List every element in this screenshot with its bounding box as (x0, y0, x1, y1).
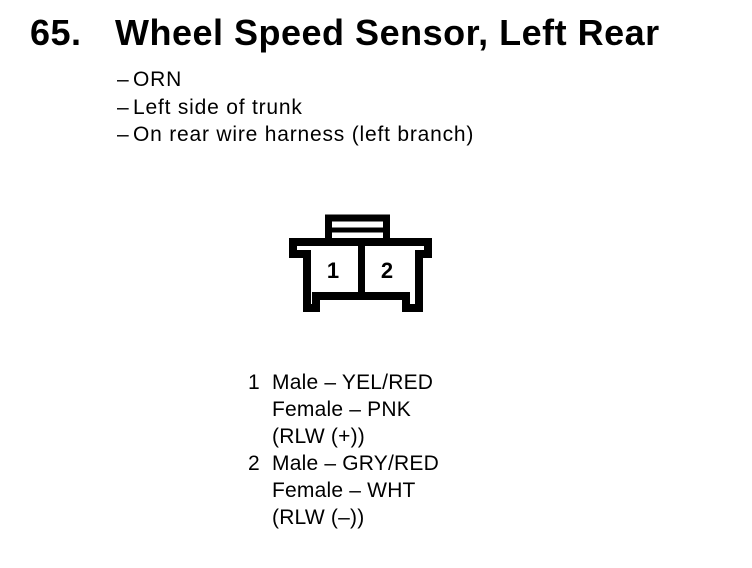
note-item: –On rear wire harness (left branch) (117, 121, 474, 149)
pin-lines: Male – GRY/RED Female – WHT (RLW (–)) (272, 450, 439, 531)
pin-number: 2 (248, 452, 260, 475)
cavity-1-label: 1 (327, 258, 339, 283)
pin-lines: Male – YEL/RED Female – PNK (RLW (+)) (272, 369, 433, 450)
pin-male-wire: Male – GRY/RED (272, 452, 439, 475)
pin-number: 1 (248, 371, 260, 394)
note-harness: On rear wire harness (left branch) (133, 123, 475, 146)
bullet-dash: – (117, 123, 130, 146)
note-item: –Left side of trunk (117, 94, 474, 122)
note-wire-color: ORN (133, 68, 183, 91)
bullet-dash: – (117, 68, 130, 91)
pin-entry: 2 Male – GRY/RED Female – WHT (RLW (–)) (248, 450, 439, 531)
pin-male-wire: Male – YEL/RED (272, 371, 434, 394)
pin-signal: (RLW (+)) (272, 425, 365, 448)
pin-list: 1 Male – YEL/RED Female – PNK (RLW (+)) … (248, 369, 439, 531)
connector-diagram: 1 2 (289, 214, 432, 312)
note-location: Left side of trunk (133, 95, 303, 119)
cavity-2-label: 2 (381, 258, 393, 283)
pin-female-wire: Female – PNK (272, 398, 411, 421)
section-number: 65. (30, 12, 82, 53)
pin-entry: 1 Male – YEL/RED Female – PNK (RLW (+)) (248, 369, 439, 450)
pin-signal: (RLW (–)) (272, 506, 365, 529)
note-item: –ORN (117, 66, 474, 94)
pin-female-wire: Female – WHT (272, 479, 416, 502)
bullet-dash: – (117, 95, 130, 119)
page-title: Wheel Speed Sensor, Left Rear (115, 12, 660, 53)
notes-list: –ORN –Left side of trunk –On rear wire h… (117, 66, 474, 149)
